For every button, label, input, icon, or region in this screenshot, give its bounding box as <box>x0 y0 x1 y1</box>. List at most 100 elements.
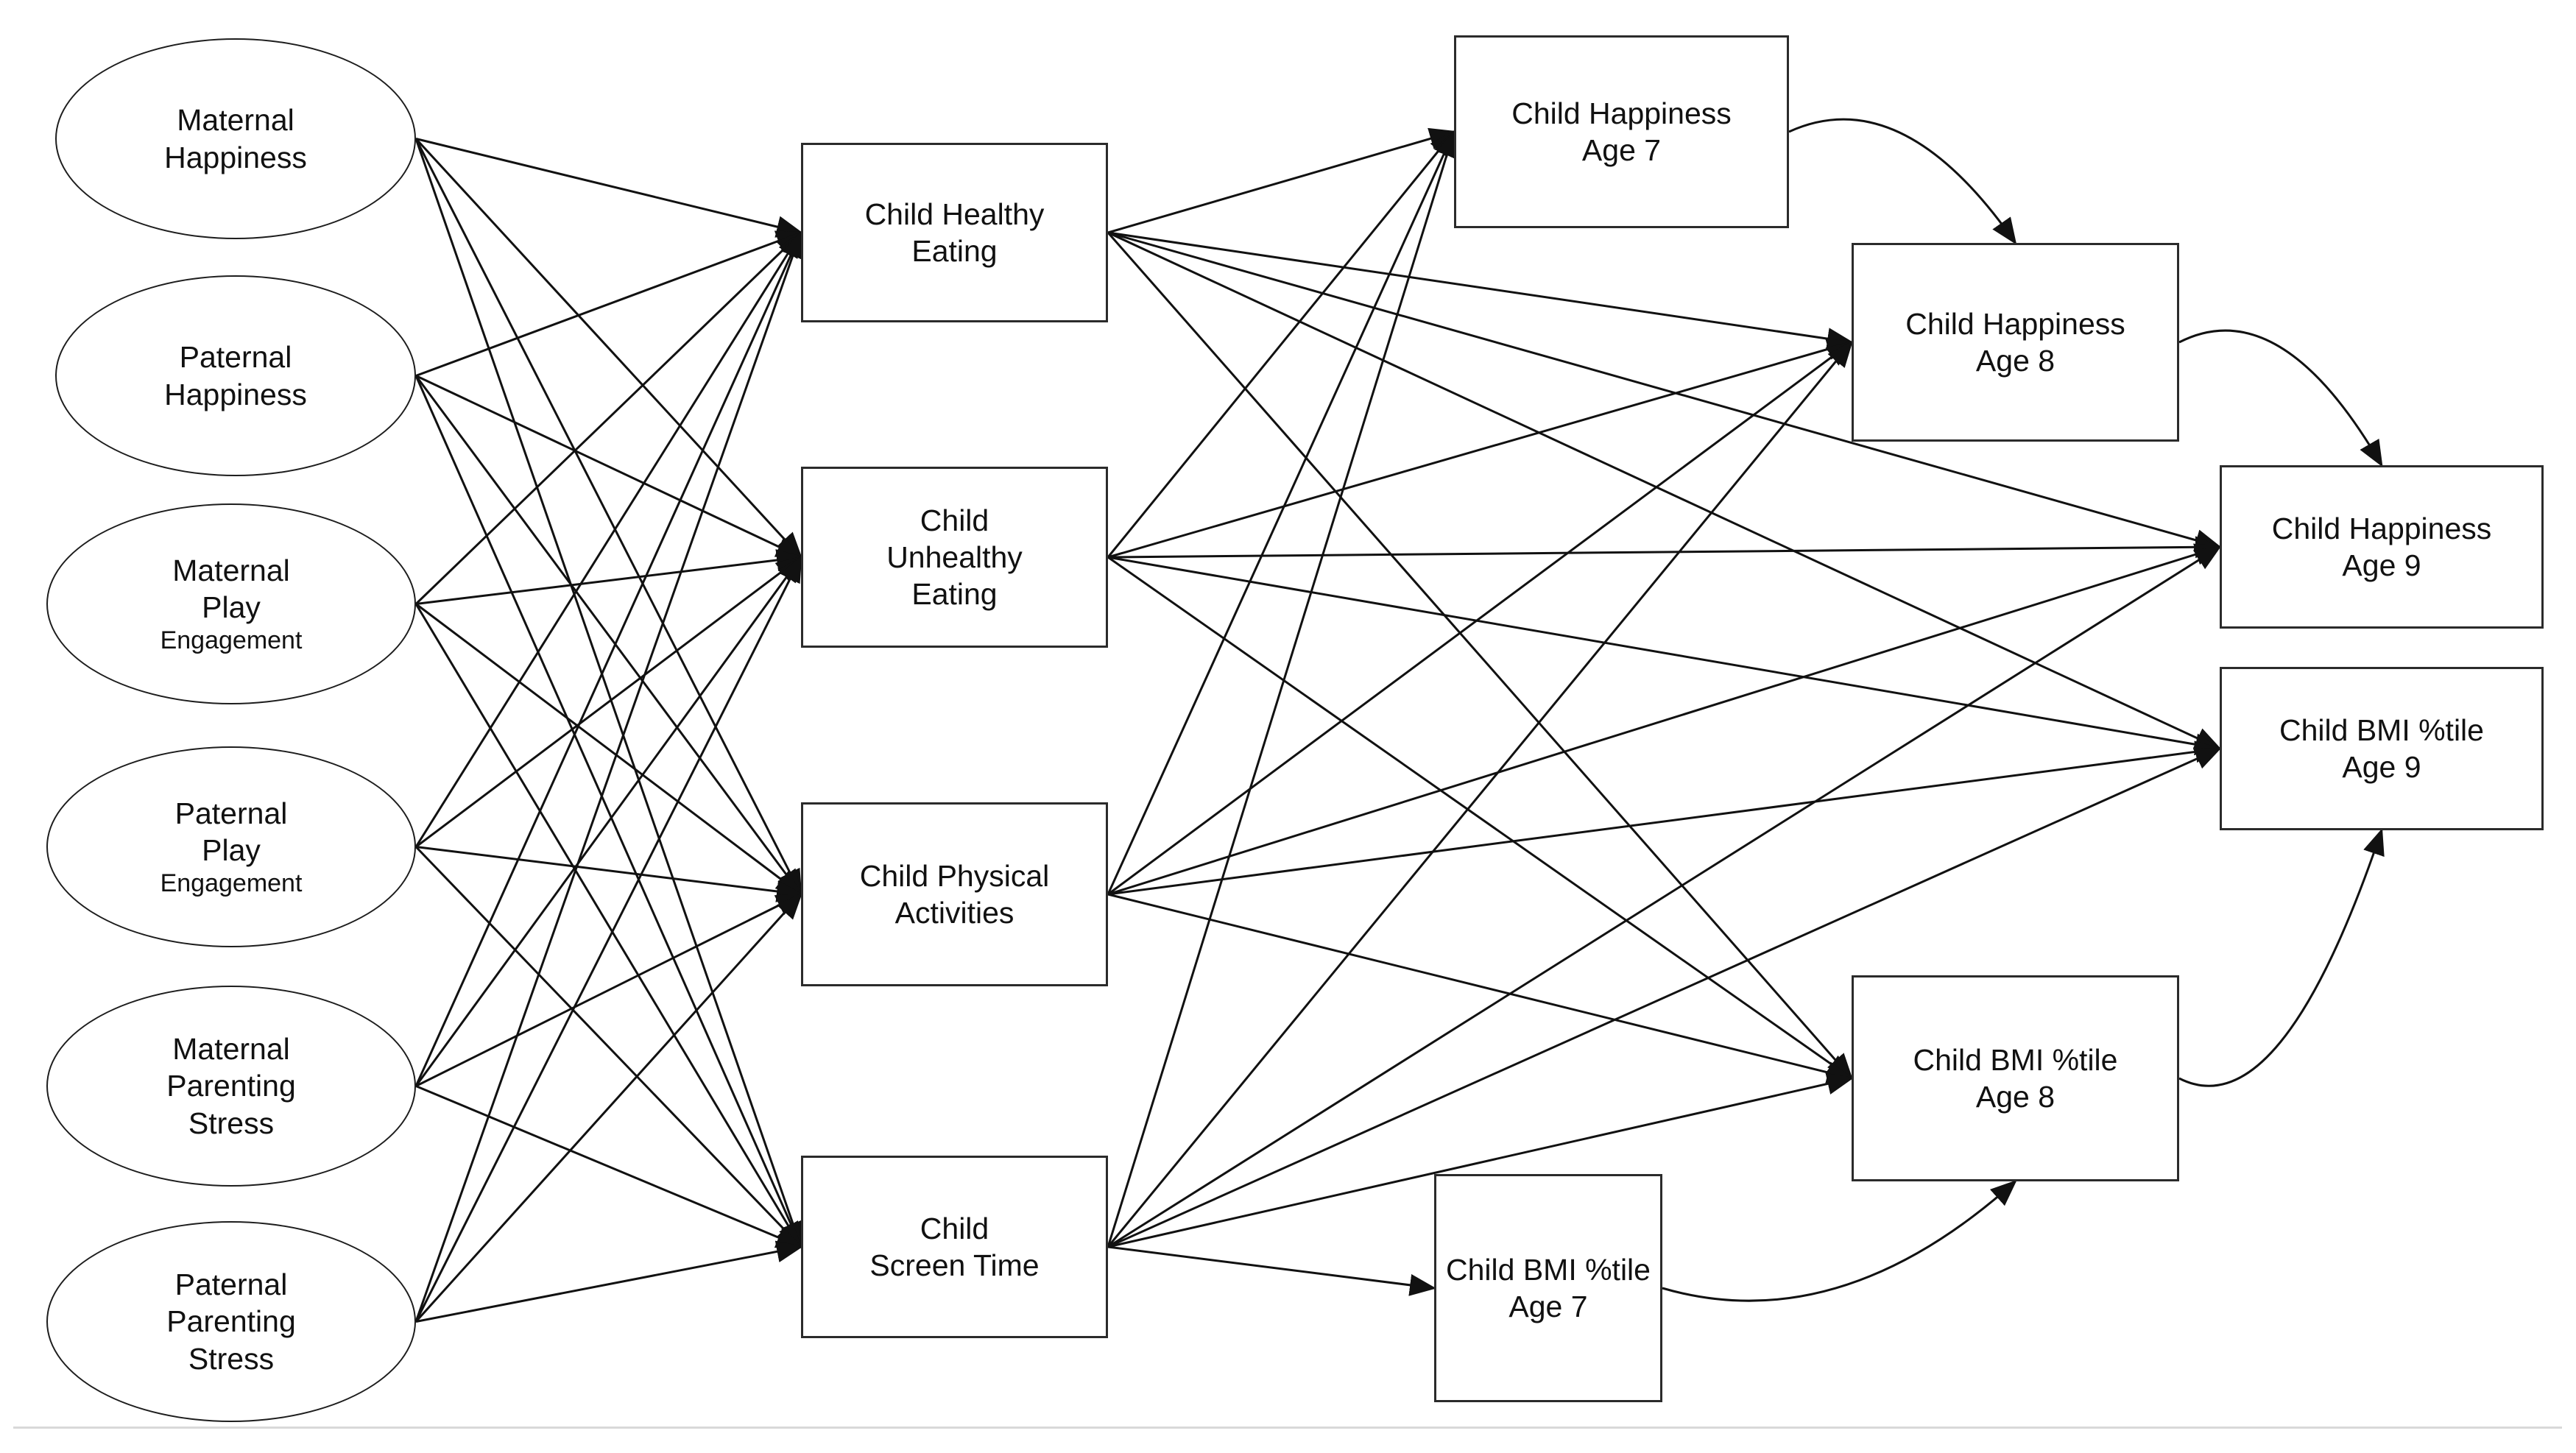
node-label-line: Age 7 <box>1508 1290 1588 1323</box>
node-label-line: Activities <box>894 896 1014 930</box>
node-label-line: Eating <box>911 234 998 268</box>
edge-mat_happy-to-physical <box>414 138 802 897</box>
edge-screen-to-happy7 <box>1107 130 1458 1248</box>
edge-bmi7-to-bmi8 <box>1662 1179 2017 1302</box>
node-label-line: Maternal <box>172 1032 290 1067</box>
node-label-line: Unhealthy <box>886 540 1023 574</box>
node-label-line: Child Happiness <box>1905 306 2125 341</box>
node-label-line: Play <box>202 590 261 624</box>
node-label-line: Age 8 <box>1975 1080 2055 1114</box>
node-label-line: Child Physical <box>859 858 1050 893</box>
node-label-line: Maternal <box>177 103 294 138</box>
edge-pat_play-to-screen <box>414 846 803 1249</box>
node-label-line: Child <box>920 503 989 537</box>
node-label-line: Child Happiness <box>1511 96 1732 130</box>
node-label-line: Paternal <box>174 1268 288 1302</box>
edge-mat_stress-to-unhealthy <box>414 555 802 1087</box>
node-label-line: Paternal <box>179 340 292 375</box>
edge-mat_play-to-screen <box>414 603 802 1249</box>
edge-unhealthy-to-bmi8 <box>1107 556 1854 1080</box>
node-label-line: Parenting <box>166 1069 296 1103</box>
edge-mat_happy-to-healthy <box>415 138 803 238</box>
node-label-line: Stress <box>188 1106 275 1140</box>
node-label-line: Child Happiness <box>2271 511 2492 545</box>
node-label-line: Eating <box>911 577 998 611</box>
node-label-line: Play <box>202 832 261 867</box>
edge-pat_play-to-physical <box>415 846 803 902</box>
edge-physical-to-bmi8 <box>1107 893 1854 1083</box>
edge-pat_happy-to-unhealthy <box>415 375 803 559</box>
edge-physical-to-happy8 <box>1107 341 1854 896</box>
node-label-line: Age 9 <box>2342 750 2421 784</box>
edge-unhealthy-to-bmi9 <box>1107 556 2222 756</box>
edge-pat_happy-to-screen <box>414 375 802 1249</box>
edge-unhealthy-to-happy8 <box>1107 338 1854 559</box>
node-label-line: Stress <box>188 1341 275 1376</box>
edge-happy7-to-happy8 <box>1788 118 2017 245</box>
edge-screen-to-bmi9 <box>1107 747 2222 1248</box>
edge-screen-to-happy9 <box>1107 545 2222 1248</box>
edge-mat_stress-to-physical <box>415 893 803 1087</box>
edge-healthy-to-bmi8 <box>1107 232 1853 1081</box>
node-label-line: Child <box>920 1211 989 1245</box>
edge-healthy-to-happy7 <box>1107 127 1456 234</box>
node-label-line: Engagement <box>160 626 303 654</box>
edge-happy8-to-happy9 <box>2178 329 2383 467</box>
node-label-line: Parenting <box>166 1304 296 1339</box>
edge-mat_happy-to-unhealthy <box>414 138 803 559</box>
node-label-line: Paternal <box>174 796 288 830</box>
edge-screen-to-bmi7 <box>1107 1245 1436 1296</box>
node-label-line: Screen Time <box>869 1248 1040 1282</box>
edge-physical-to-happy9 <box>1107 543 2222 896</box>
edge-pat_stress-to-physical <box>414 892 803 1323</box>
node-label-line: Happiness <box>164 377 307 411</box>
edge-bmi8-to-bmi9 <box>2178 828 2385 1087</box>
node-label-line: Child Healthy <box>864 197 1045 231</box>
edge-mat_play-to-unhealthy <box>415 549 803 605</box>
edge-unhealthy-to-happy9 <box>1107 536 2222 559</box>
edge-unhealthy-to-happy7 <box>1107 130 1455 558</box>
edge-mat_stress-to-healthy <box>414 230 802 1087</box>
edge-pat_stress-to-unhealthy <box>414 555 802 1323</box>
edge-pat_happy-to-physical <box>414 375 802 897</box>
node-label-line: Age 8 <box>1975 344 2055 378</box>
edge-mat_play-to-healthy <box>414 230 803 605</box>
node-label-line: Child BMI %tile <box>1446 1252 1651 1287</box>
edge-mat_play-to-physical <box>415 603 803 896</box>
node-label-line: Happiness <box>164 140 307 174</box>
node-label-line: Age 7 <box>1581 133 1662 167</box>
edge-healthy-to-happy8 <box>1107 231 1854 350</box>
edge-screen-to-bmi8 <box>1107 1072 1854 1248</box>
node-label-line: Child BMI %tile <box>1913 1042 2118 1077</box>
node-label-line: Maternal <box>172 553 290 587</box>
